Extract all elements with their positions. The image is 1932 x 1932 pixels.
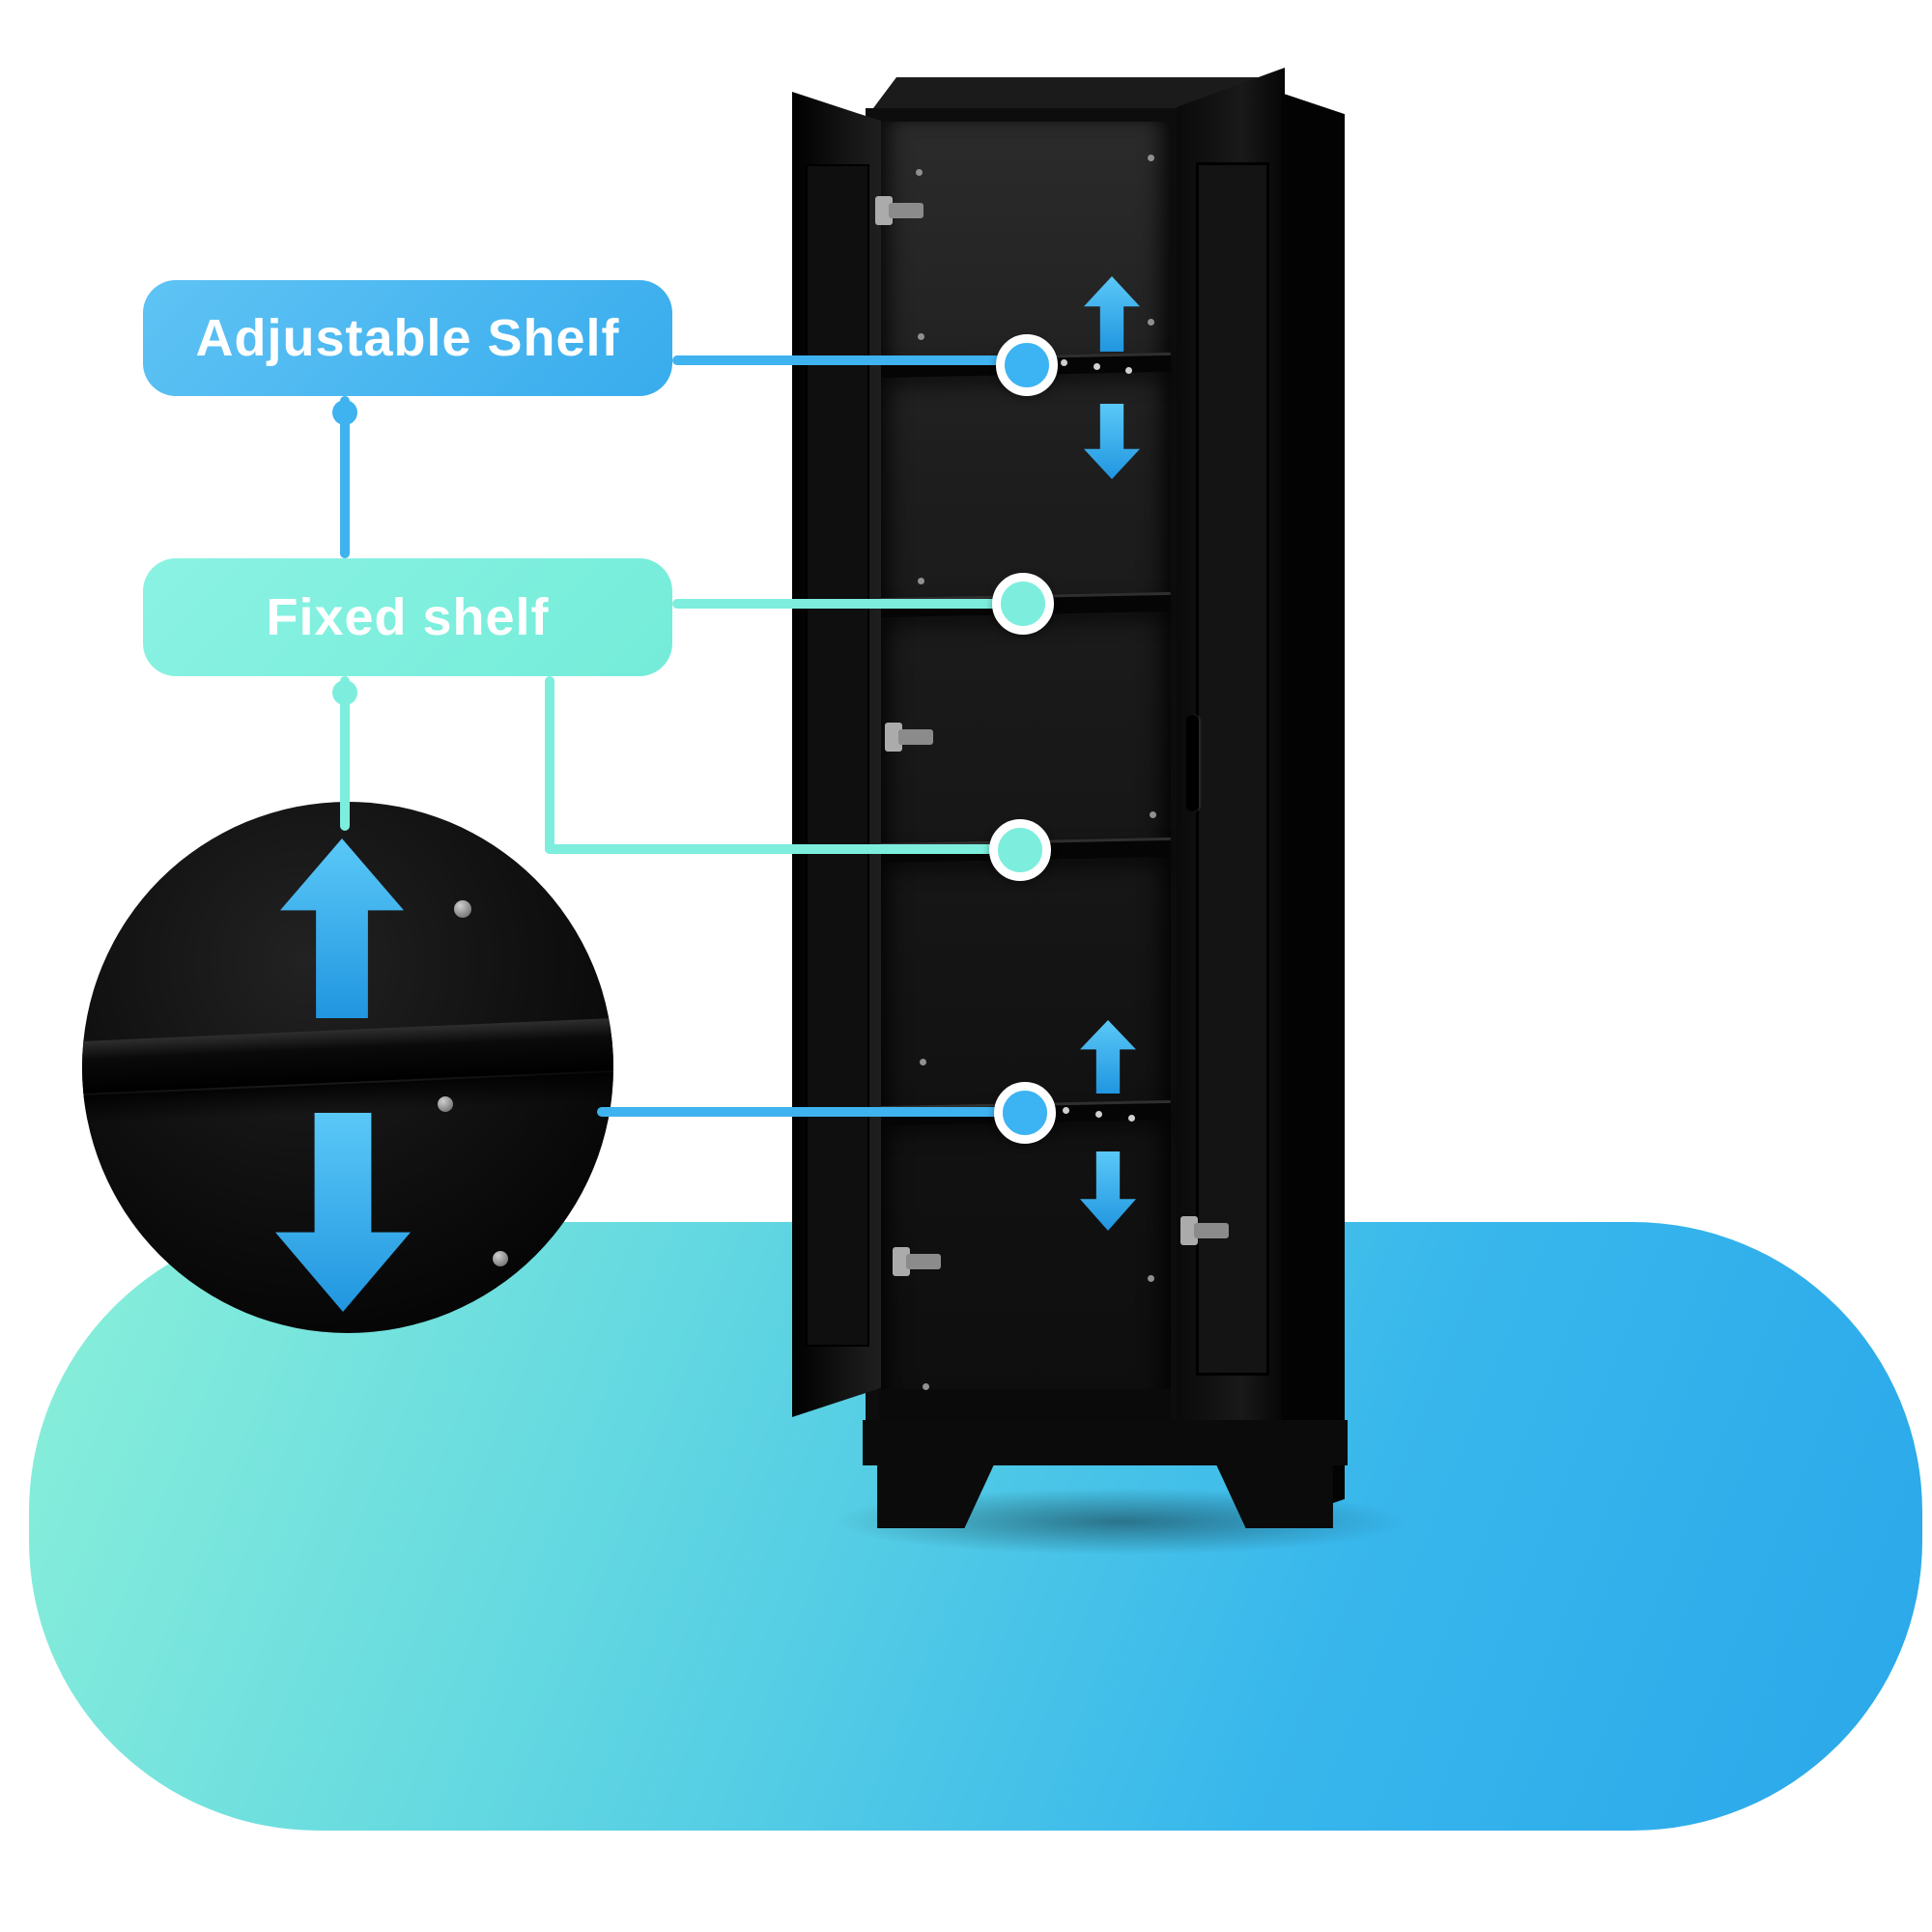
shelf-peg	[493, 1251, 508, 1266]
screw-dot	[918, 333, 924, 340]
hinge-icon	[875, 193, 925, 228]
shelf-stud	[1063, 1107, 1069, 1114]
shelf-stud	[1128, 1115, 1135, 1122]
shelf-stud	[1094, 363, 1100, 370]
screw-dot	[923, 1383, 929, 1390]
screw-dot	[1148, 155, 1154, 161]
connector-line-fixed-upper	[672, 599, 1022, 609]
cabinet-interior	[879, 122, 1171, 1420]
callout-fixed-shelf: Fixed shelf	[143, 558, 672, 676]
left-door-panel-recess	[806, 164, 869, 1347]
connector-dot	[332, 400, 357, 425]
connector-line-fixed-to-zoom	[340, 676, 350, 831]
shelf-peg	[454, 900, 471, 918]
callout-adjustable-shelf-label: Adjustable Shelf	[195, 309, 620, 367]
shelf-stud	[1125, 367, 1132, 374]
screw-dot	[1150, 811, 1156, 818]
connector-line-fixed-lower-vertical	[545, 676, 554, 854]
shelf-stud	[1061, 359, 1067, 366]
right-door-panel-recess	[1196, 162, 1269, 1376]
shelf-marker-adjustable-top	[996, 334, 1058, 396]
screw-dot	[1148, 1275, 1154, 1282]
connector-line-fixed-lower-horizontal	[545, 844, 1019, 854]
shelf-stud	[1095, 1111, 1102, 1118]
screw-dot	[1148, 319, 1154, 326]
screw-dot	[920, 1059, 926, 1065]
connector-line-adjustable-bottom	[597, 1107, 1024, 1117]
connector-dot	[332, 680, 357, 705]
shelf-marker-fixed-lower	[989, 819, 1051, 881]
cabinet-floor	[879, 1389, 1171, 1422]
hinge-icon	[885, 720, 935, 754]
callout-fixed-shelf-label: Fixed shelf	[266, 588, 550, 646]
cabinet-right-side-panel	[1281, 93, 1345, 1520]
shelf-marker-fixed-upper	[992, 573, 1054, 635]
hinge-icon	[893, 1244, 943, 1279]
zoom-detail-circle	[82, 802, 613, 1333]
connector-line-adjustable-to-fixed	[340, 396, 350, 558]
door-handle	[1186, 715, 1199, 811]
screw-dot	[916, 169, 923, 176]
hinge-icon	[1180, 1213, 1229, 1245]
callout-adjustable-shelf: Adjustable Shelf	[143, 280, 672, 396]
shelf-peg	[438, 1096, 453, 1112]
screw-dot	[918, 578, 924, 584]
connector-line-adjustable-top	[672, 355, 1026, 365]
arrow-up-icon	[280, 838, 404, 1018]
arrow-down-icon	[275, 1113, 411, 1312]
shelf-marker-adjustable-bottom	[994, 1082, 1056, 1144]
